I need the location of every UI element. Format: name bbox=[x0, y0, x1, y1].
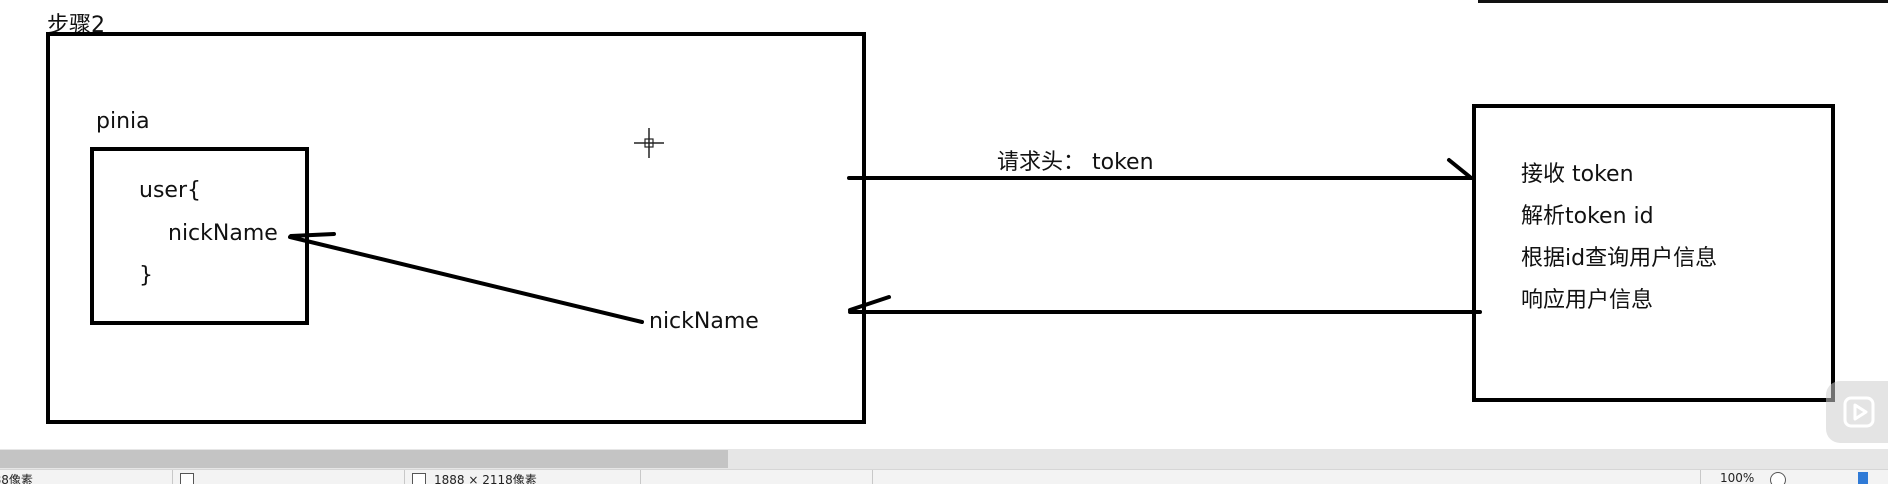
crosshair-cursor-icon bbox=[634, 128, 664, 158]
selection-icon bbox=[180, 473, 194, 484]
server-box bbox=[1472, 104, 1835, 402]
status-selection-size: 788像素 bbox=[0, 473, 33, 484]
zoom-level: 100% bbox=[1720, 471, 1755, 484]
scrollbar-thumb[interactable] bbox=[0, 450, 728, 468]
assign-arrow-head bbox=[289, 232, 336, 238]
diagram-strokes bbox=[288, 128, 1482, 324]
store-code-field: nickName bbox=[168, 221, 278, 246]
status-divider bbox=[172, 470, 173, 484]
server-step-2: 解析token id bbox=[1521, 204, 1654, 229]
horizontal-scrollbar[interactable] bbox=[0, 449, 1888, 469]
frontend-box bbox=[46, 32, 866, 424]
store-code-close: } bbox=[139, 263, 153, 288]
response-value-label: nickName bbox=[649, 309, 759, 334]
store-code-open: user{ bbox=[139, 178, 201, 203]
zoom-slider-knob[interactable] bbox=[1770, 472, 1786, 484]
status-bar: 788像素 1888 × 2118像素 100% bbox=[0, 469, 1888, 484]
status-image-dimensions: 1888 × 2118像素 bbox=[434, 473, 537, 484]
play-icon bbox=[1843, 396, 1875, 428]
drawing-canvas[interactable]: 步骤2 pinia user{ nickName } nickName 请求头：… bbox=[0, 0, 1888, 449]
server-step-4: 响应用户信息 bbox=[1521, 288, 1654, 313]
assign-arrow-line bbox=[288, 235, 644, 324]
server-step-3: 根据id查询用户信息 bbox=[1521, 246, 1718, 271]
zoom-in-icon[interactable] bbox=[1858, 472, 1868, 484]
status-divider bbox=[1700, 470, 1701, 484]
status-divider bbox=[872, 470, 873, 484]
image-size-icon bbox=[412, 473, 426, 484]
store-label: pinia bbox=[96, 109, 150, 134]
server-step-1: 接收 token bbox=[1521, 162, 1634, 187]
request-arrow-label: 请求头： token bbox=[997, 150, 1154, 175]
status-divider bbox=[640, 470, 641, 484]
canvas-edge-line bbox=[1478, 0, 1888, 3]
play-button[interactable] bbox=[1826, 381, 1888, 443]
status-divider bbox=[404, 470, 405, 484]
request-arrow-head bbox=[1447, 158, 1472, 179]
response-arrow-head bbox=[848, 295, 891, 312]
